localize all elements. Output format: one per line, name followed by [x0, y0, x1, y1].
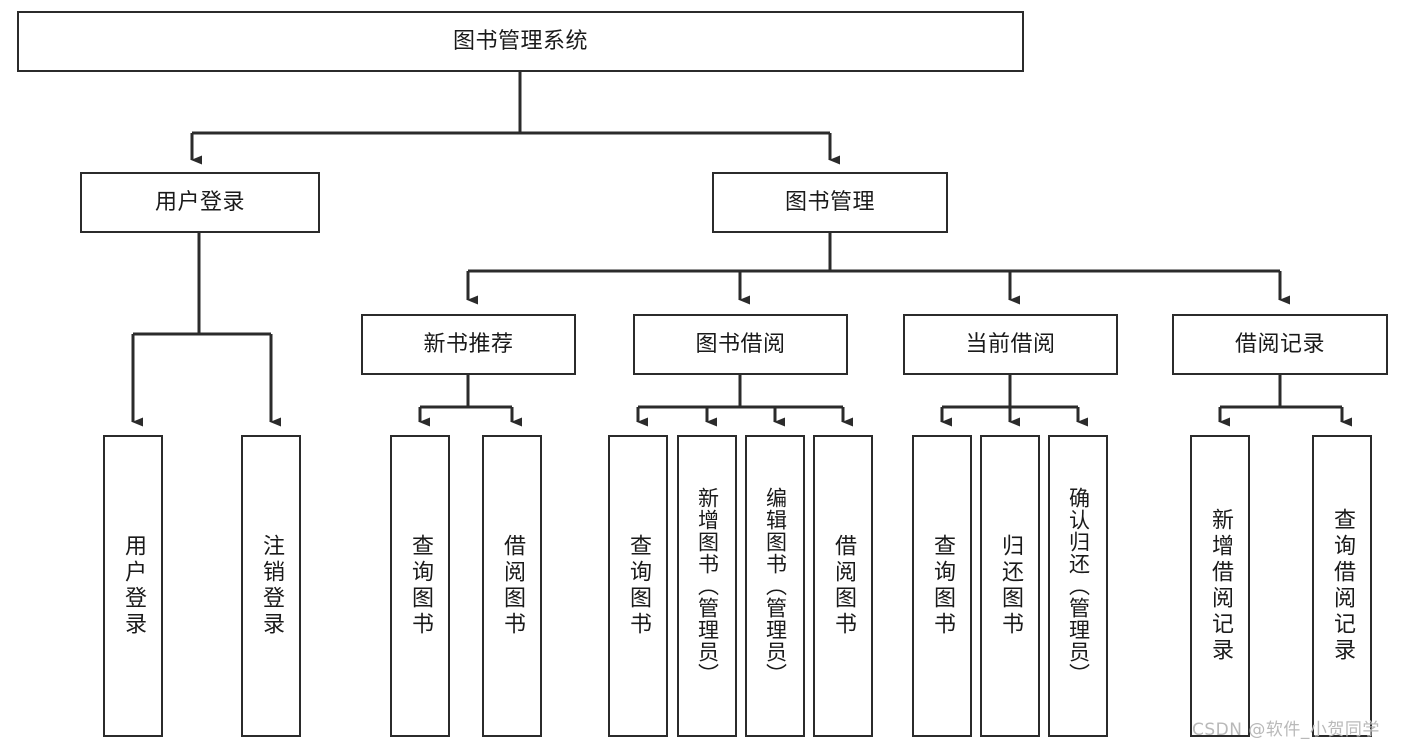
node-book-manage-label: 图书管理 — [784, 189, 875, 215]
node-leaf-query-book-2[interactable]: 查询图书 — [608, 435, 668, 737]
node-leaf-borrow-book-2[interactable]: 借阅图书 — [813, 435, 873, 737]
edge-bookmanage-to-level2 — [466, 233, 1290, 305]
edge-root-to-level1 — [190, 72, 840, 165]
node-leaf-query-book-3[interactable]: 查询图书 — [912, 435, 972, 737]
node-leaf-user-login-label: 用户登录 — [121, 534, 146, 638]
node-leaf-borrow-book-2-label: 借阅图书 — [831, 534, 856, 638]
node-book-borrow-label: 图书借阅 — [695, 331, 786, 357]
node-leaf-add-book-label: 新增图书（管理员） — [695, 487, 720, 685]
node-book-borrow[interactable]: 图书借阅 — [633, 314, 848, 375]
node-leaf-add-record[interactable]: 新增借阅记录 — [1190, 435, 1250, 737]
node-borrow-record[interactable]: 借阅记录 — [1172, 314, 1388, 375]
node-leaf-user-logout[interactable]: 注销登录 — [241, 435, 301, 737]
node-leaf-query-book-1-label: 查询图书 — [408, 534, 433, 638]
node-leaf-edit-book-label: 编辑图书（管理员） — [763, 487, 788, 685]
edge-currentborrow-to-leaves — [940, 375, 1088, 427]
node-leaf-query-book-1[interactable]: 查询图书 — [390, 435, 450, 737]
node-root-label: 图书管理系统 — [452, 28, 588, 54]
edge-borrowrecord-to-leaves — [1218, 375, 1352, 427]
node-leaf-add-book[interactable]: 新增图书（管理员） — [677, 435, 737, 737]
node-current-borrow[interactable]: 当前借阅 — [903, 314, 1118, 375]
node-leaf-confirm-return-label: 确认归还（管理员） — [1066, 487, 1091, 685]
edge-newbook-to-leaves — [418, 375, 522, 427]
node-new-book-recommend-label: 新书推荐 — [423, 331, 514, 357]
edge-bookborrow-to-leaves — [636, 375, 853, 427]
node-leaf-query-book-3-label: 查询图书 — [930, 534, 955, 638]
node-leaf-borrow-book-1[interactable]: 借阅图书 — [482, 435, 542, 737]
node-book-manage[interactable]: 图书管理 — [712, 172, 948, 233]
node-leaf-query-record[interactable]: 查询借阅记录 — [1312, 435, 1372, 737]
node-new-book-recommend[interactable]: 新书推荐 — [361, 314, 576, 375]
node-leaf-query-record-label: 查询借阅记录 — [1330, 508, 1355, 664]
node-current-borrow-label: 当前借阅 — [965, 331, 1056, 357]
node-leaf-confirm-return[interactable]: 确认归还（管理员） — [1048, 435, 1108, 737]
node-leaf-add-record-label: 新增借阅记录 — [1208, 508, 1233, 664]
node-leaf-borrow-book-1-label: 借阅图书 — [500, 534, 525, 638]
node-user-login-label: 用户登录 — [154, 189, 245, 215]
node-leaf-user-login[interactable]: 用户登录 — [103, 435, 163, 737]
node-leaf-return-book-label: 归还图书 — [998, 534, 1023, 638]
node-root[interactable]: 图书管理系统 — [17, 11, 1024, 72]
node-user-login[interactable]: 用户登录 — [80, 172, 320, 233]
node-leaf-return-book[interactable]: 归还图书 — [980, 435, 1040, 737]
edge-userlogin-to-leaves — [131, 233, 281, 427]
node-leaf-query-book-2-label: 查询图书 — [626, 534, 651, 638]
node-leaf-edit-book[interactable]: 编辑图书（管理员） — [745, 435, 805, 737]
node-leaf-user-logout-label: 注销登录 — [259, 534, 284, 638]
node-borrow-record-label: 借阅记录 — [1234, 331, 1325, 357]
